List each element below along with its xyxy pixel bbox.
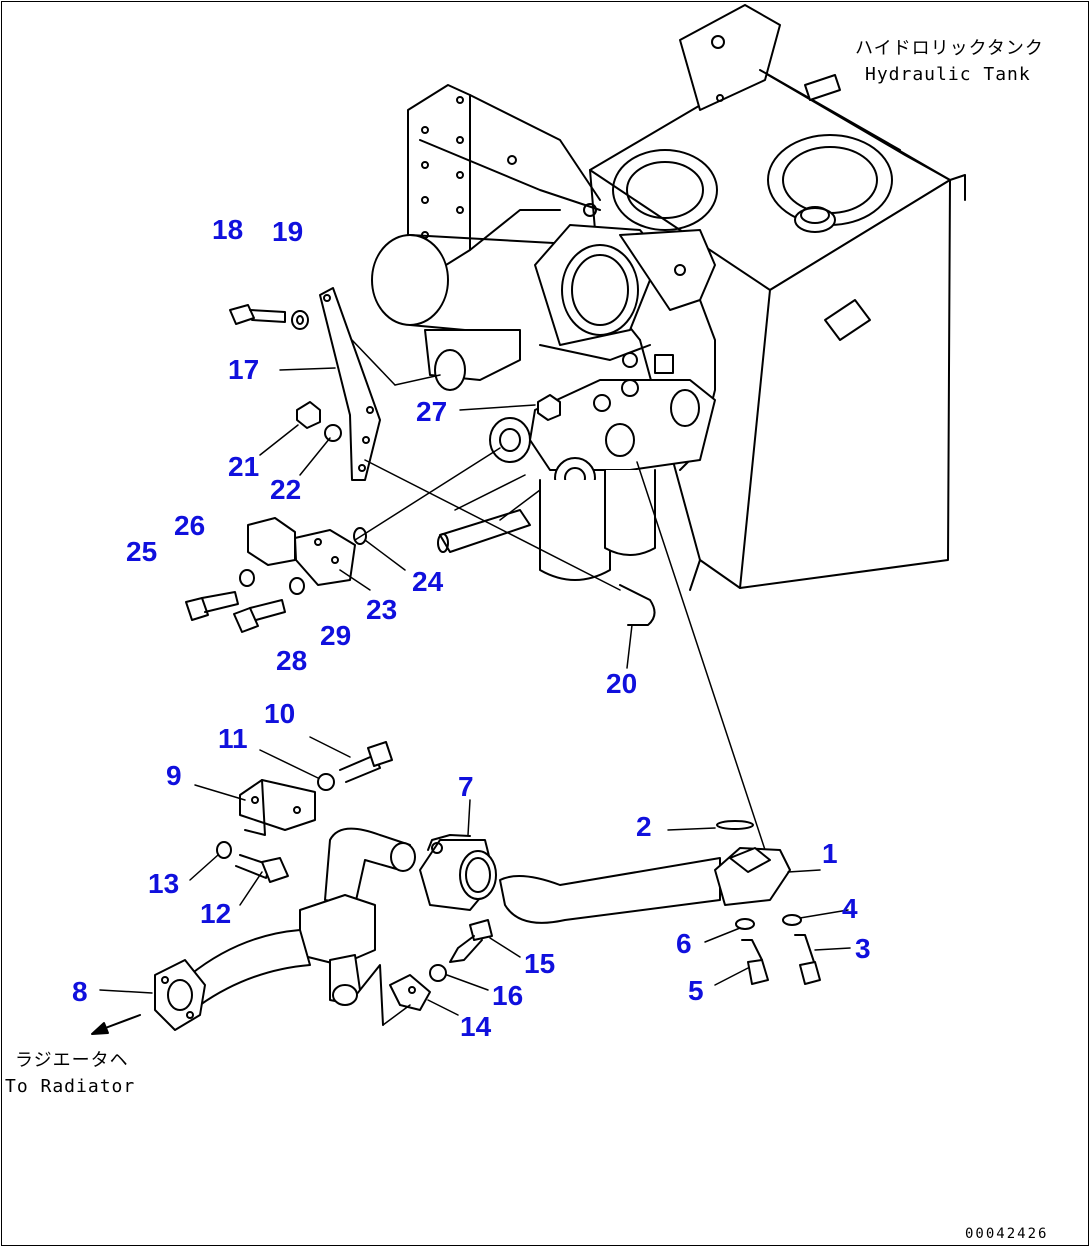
- radiator-label-japanese: ラジエータヘ: [15, 1050, 129, 1071]
- callout-26: 26: [174, 510, 206, 541]
- callout-13: 13: [148, 868, 180, 899]
- leader-lines-upper: [259, 339, 771, 866]
- leader-lines-lower: [99, 736, 851, 1026]
- tank-label-japanese: ハイドロリックタンク: [855, 38, 1044, 59]
- callout-18: 18: [212, 214, 244, 245]
- callout-12: 12: [200, 898, 232, 929]
- callout-22: 22: [270, 474, 302, 505]
- callout-24: 24: [412, 566, 444, 597]
- callout-9: 9: [166, 760, 182, 791]
- callout-10: 10: [264, 698, 296, 729]
- callout-15: 15: [524, 948, 556, 979]
- callout-20: 20: [606, 668, 638, 699]
- radiator-label-english: To Radiator: [5, 1076, 136, 1097]
- drawing-number: 00042426: [965, 1226, 1049, 1242]
- callout-29: 29: [320, 620, 352, 651]
- right-mounting-plate: [679, 4, 901, 151]
- callout-21: 21: [228, 451, 260, 482]
- callout-16: 16: [492, 980, 524, 1011]
- callout-14: 14: [460, 1011, 492, 1042]
- callout-11: 11: [218, 723, 248, 754]
- callout-7: 7: [458, 771, 474, 802]
- callout-17: 17: [228, 354, 260, 385]
- callout-4: 4: [842, 893, 858, 924]
- callout-23: 23: [366, 594, 398, 625]
- callout-25: 25: [126, 536, 158, 567]
- bracket-parts: [185, 287, 656, 633]
- callout-27: 27: [416, 396, 448, 427]
- callout-3: 3: [855, 933, 871, 964]
- callout-28: 28: [276, 645, 308, 676]
- tank-label-english: Hydraulic Tank: [865, 64, 1031, 85]
- lower-pipe-assembly: [91, 741, 821, 1035]
- filter-assembly: [371, 224, 716, 581]
- callout-2: 2: [636, 811, 652, 842]
- hydraulic-tank-shape: [589, 69, 966, 591]
- callout-19: 19: [272, 216, 304, 247]
- callout-5: 5: [688, 975, 704, 1006]
- callout-8: 8: [72, 976, 88, 1007]
- callout-1: 1: [822, 838, 838, 869]
- callout-6: 6: [676, 928, 692, 959]
